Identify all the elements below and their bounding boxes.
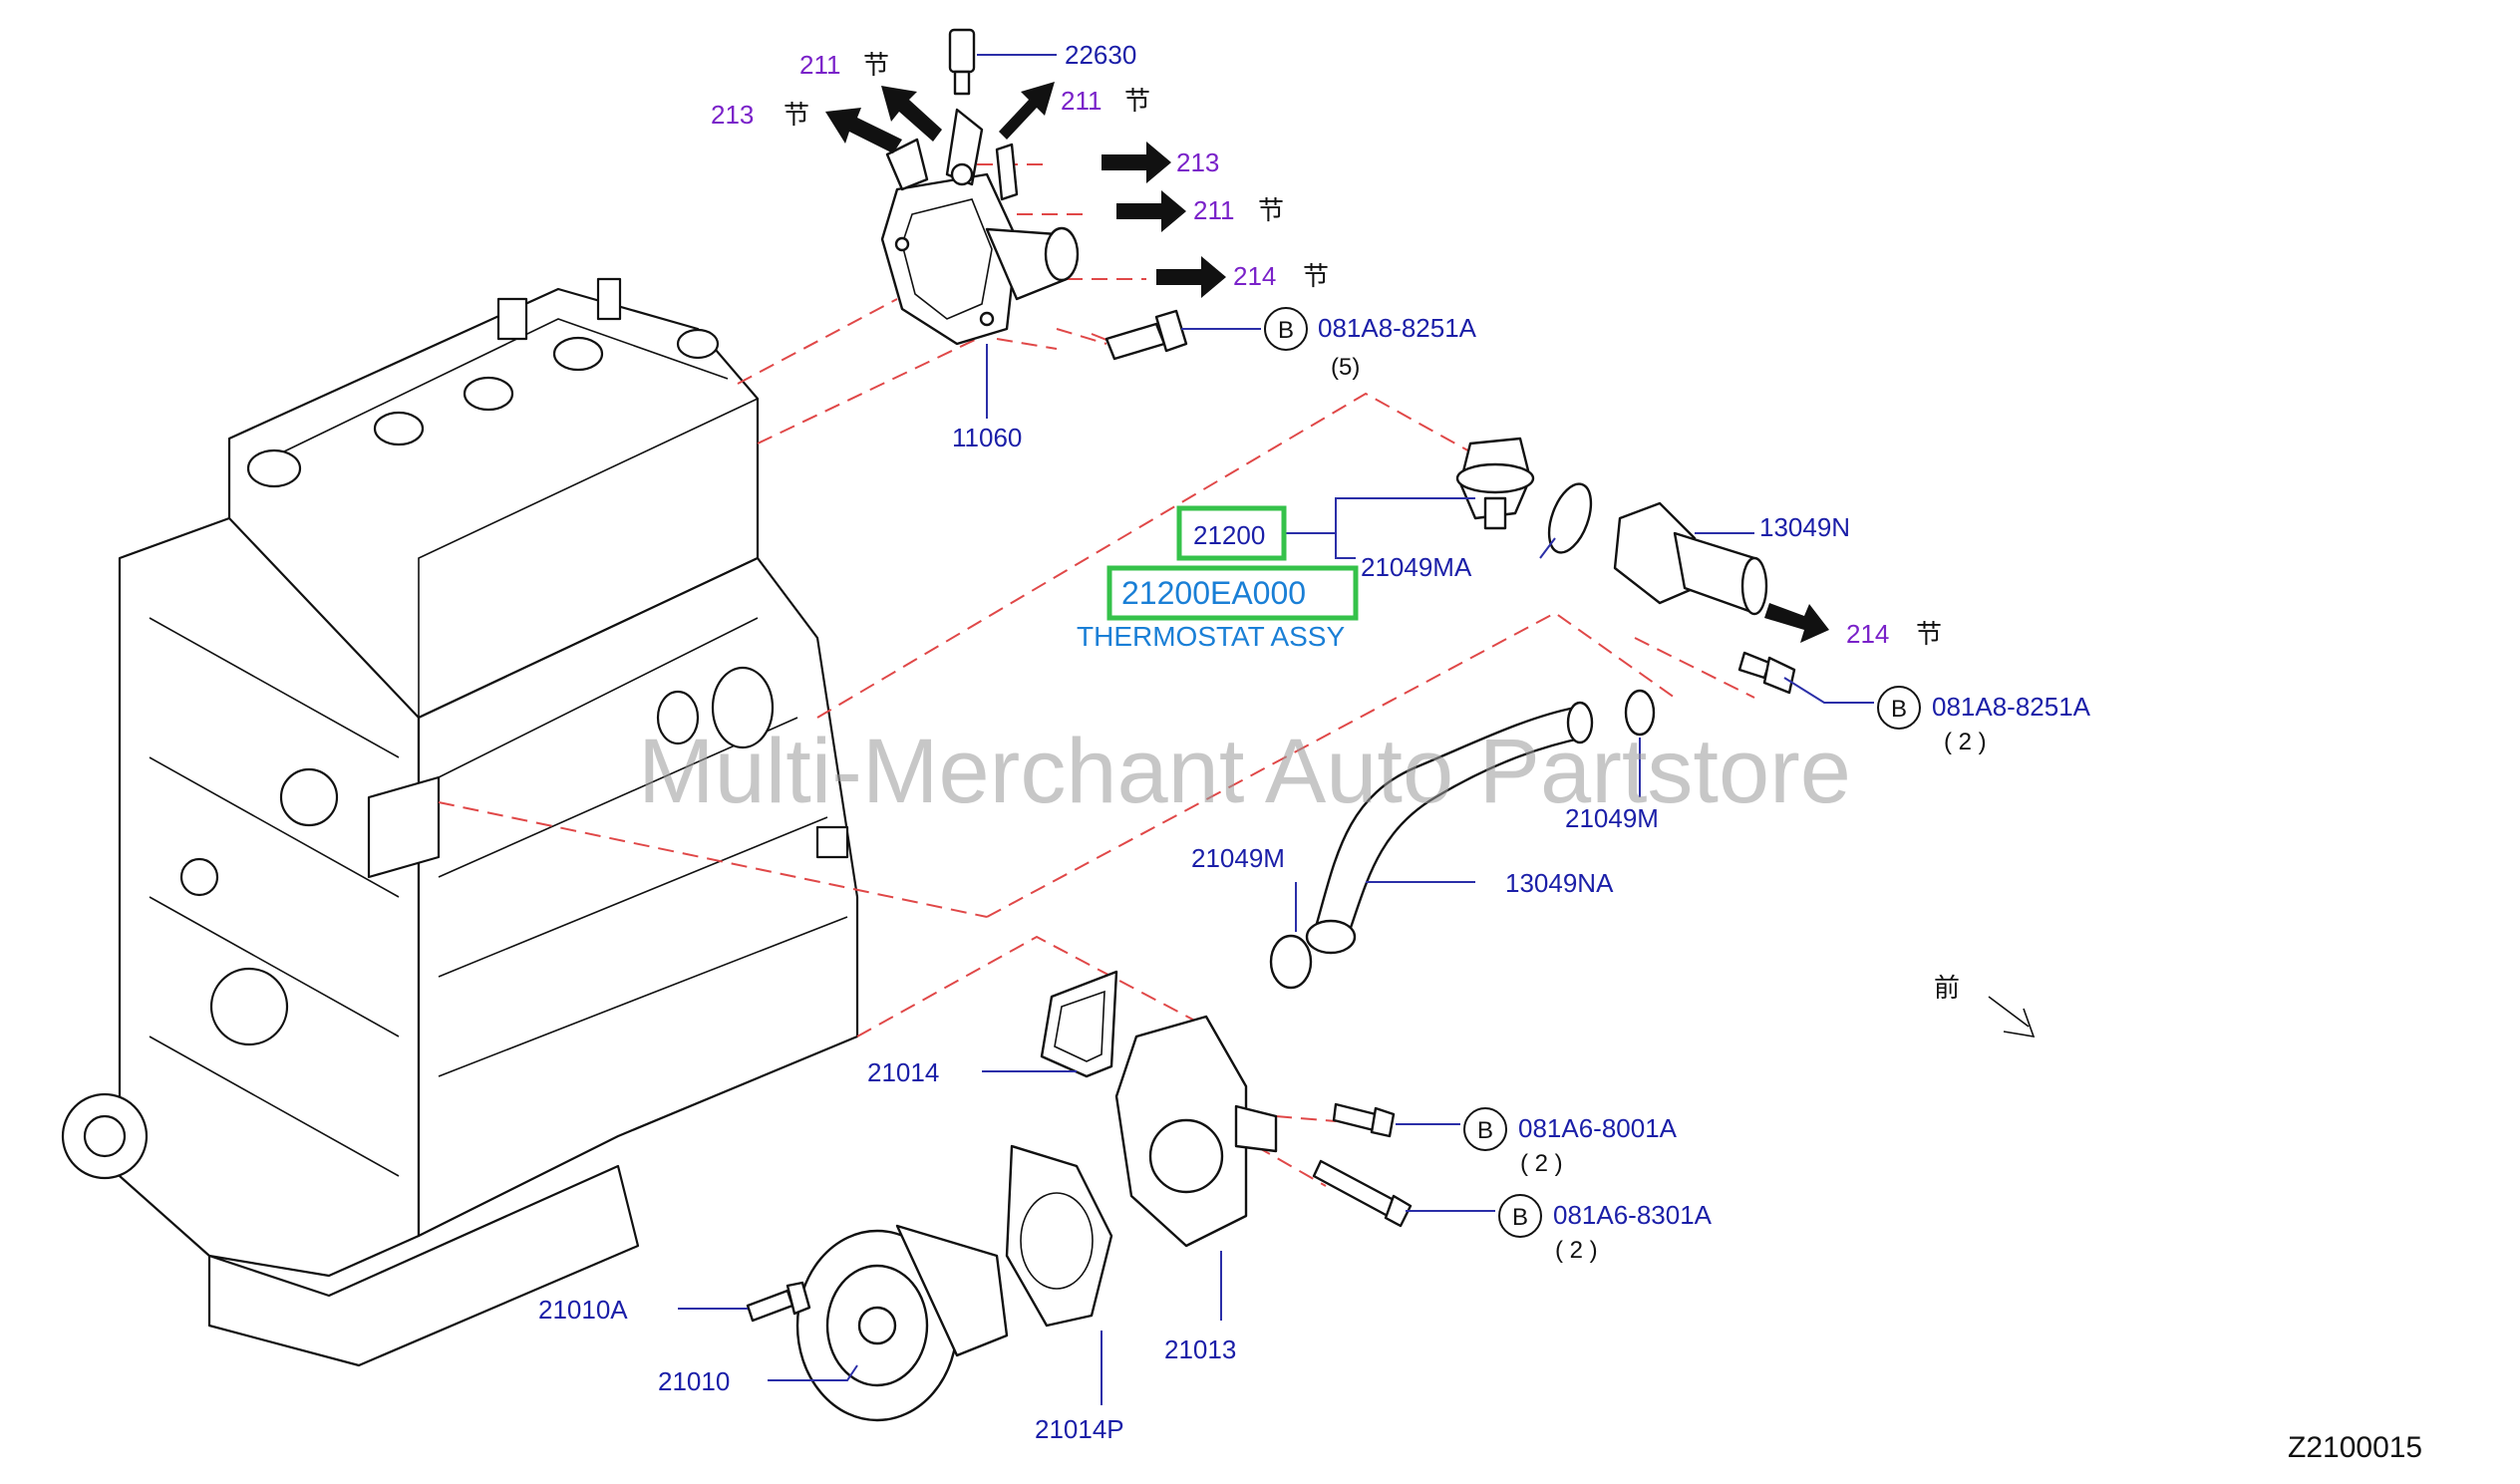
thermostat-21200[interactable] [1455,437,1535,530]
bolt-outlet [1737,651,1796,695]
label-21049M-lower[interactable]: 21049M [1191,843,1285,873]
bolt-qty: ( 2 ) [1520,1150,1563,1177]
ref-211-b[interactable]: 211 [1061,86,1102,116]
bolt-badge: B [1891,696,1907,723]
bolt-qty: (5) [1331,354,1360,381]
gasket-21014P[interactable] [1005,1144,1113,1328]
arrow-icon [1156,256,1226,298]
arrow-icon [999,82,1055,140]
ref-214-b[interactable]: 214 [1846,619,1889,649]
assembly-guide-lines [438,163,1755,1187]
highlight-box-part-number [1176,505,1287,561]
front-direction-arrow: 前 [1934,974,2036,1039]
section-arrows [825,82,1829,643]
bolt-housing [1104,309,1188,361]
label-13049NA[interactable]: 13049NA [1505,868,1614,898]
label-21014[interactable]: 21014 [867,1057,939,1087]
bolt-qty: ( 2 ) [1944,729,1987,755]
ref-214-a[interactable]: 214 [1233,261,1276,291]
part-labels: 22630 11060 21049MA 13049N 21049M 21049M… [538,40,1850,1444]
watermark: Multi-Merchant Auto Partstore [638,721,1851,822]
bolt-qty: ( 2 ) [1555,1237,1598,1264]
highlight-oem-number[interactable]: 21200EA000 [1121,575,1306,611]
arrow-icon [1102,142,1171,183]
ref-211-c[interactable]: 211 [1193,195,1234,225]
label-11060[interactable]: 11060 [952,423,1022,452]
label-21049MA[interactable]: 21049MA [1361,552,1472,582]
water-outlet-13049N[interactable] [1613,501,1768,616]
arrow-icon [1116,190,1186,232]
ref-211-a[interactable]: 211 [799,50,840,80]
engine-block-illustration [61,277,859,1367]
section-glyph: 节 [1303,262,1329,292]
arrow-icon [825,108,902,153]
section-glyph: 节 [1124,87,1150,117]
arrow-icon [881,86,942,142]
label-21013[interactable]: 21013 [1164,1335,1236,1364]
front-mark-label: 前 [1934,974,1960,1004]
section-glyph: 节 [1258,196,1284,226]
o-ring-21049MA[interactable] [1541,478,1599,558]
figure-code: Z2100015 [2288,1431,2422,1464]
bolt-pump-upper [1332,1102,1396,1138]
leader-lines [678,54,1874,1405]
bolt-callout-3[interactable]: B 081A6-8001A ( 2 ) [1463,1107,1678,1177]
bolt-badge: B [1477,1117,1493,1144]
bolt-number: 081A8-8251A [1318,313,1477,343]
section-glyph: 节 [863,51,889,81]
label-21010A[interactable]: 21010A [538,1295,628,1325]
bolt-number: 081A6-8001A [1518,1113,1678,1143]
bolt-number: 081A6-8301A [1553,1200,1713,1230]
highlight-part-number[interactable]: 21200 [1193,520,1265,550]
pump-housing-21013[interactable] [1114,1015,1278,1248]
bolt-21010A [746,1281,811,1323]
water-pipe-13049NA[interactable] [1305,701,1594,955]
label-21010[interactable]: 21010 [658,1366,730,1396]
bolt-callout-2[interactable]: B 081A8-8251A ( 2 ) [1877,686,2091,755]
label-21049M-upper[interactable]: 21049M [1565,803,1659,833]
ref-213-b[interactable]: 213 [1176,148,1219,177]
water-pump-21010[interactable] [795,1224,1009,1422]
highlight-box-oem-number [1106,565,1359,621]
gasket-21049M-lower[interactable] [1269,934,1313,990]
label-22630[interactable]: 22630 [1065,40,1136,70]
arrow-icon [1764,603,1829,643]
thermostat-housing-11060[interactable] [880,108,1080,346]
label-21014P[interactable]: 21014P [1035,1414,1124,1444]
bolt-callout-1[interactable]: B 081A8-8251A (5) [1264,307,1477,381]
ref-213-a[interactable]: 213 [711,100,754,130]
bolt-number: 081A8-8251A [1932,692,2091,722]
highlight-description: THERMOSTAT ASSY [1077,621,1345,652]
section-glyph: 节 [784,101,809,131]
bolt-pump-lower [1312,1159,1413,1228]
highlighted-part[interactable]: 21200 21200EA000 THERMOSTAT ASSY [1077,505,1359,652]
section-ref-labels: 211 节 213 节 211 节 213 211 节 214 节 214 节 [711,50,1942,650]
temp-sensor-22630[interactable] [948,28,976,96]
gasket-21014[interactable] [1040,970,1118,1078]
section-glyph: 节 [1916,620,1942,650]
label-13049N[interactable]: 13049N [1759,512,1850,542]
bolt-badge: B [1512,1204,1528,1231]
gasket-21049M-upper[interactable] [1624,689,1656,737]
bolt-badge: B [1278,317,1294,344]
bolt-callout-4[interactable]: B 081A6-8301A ( 2 ) [1498,1194,1713,1264]
